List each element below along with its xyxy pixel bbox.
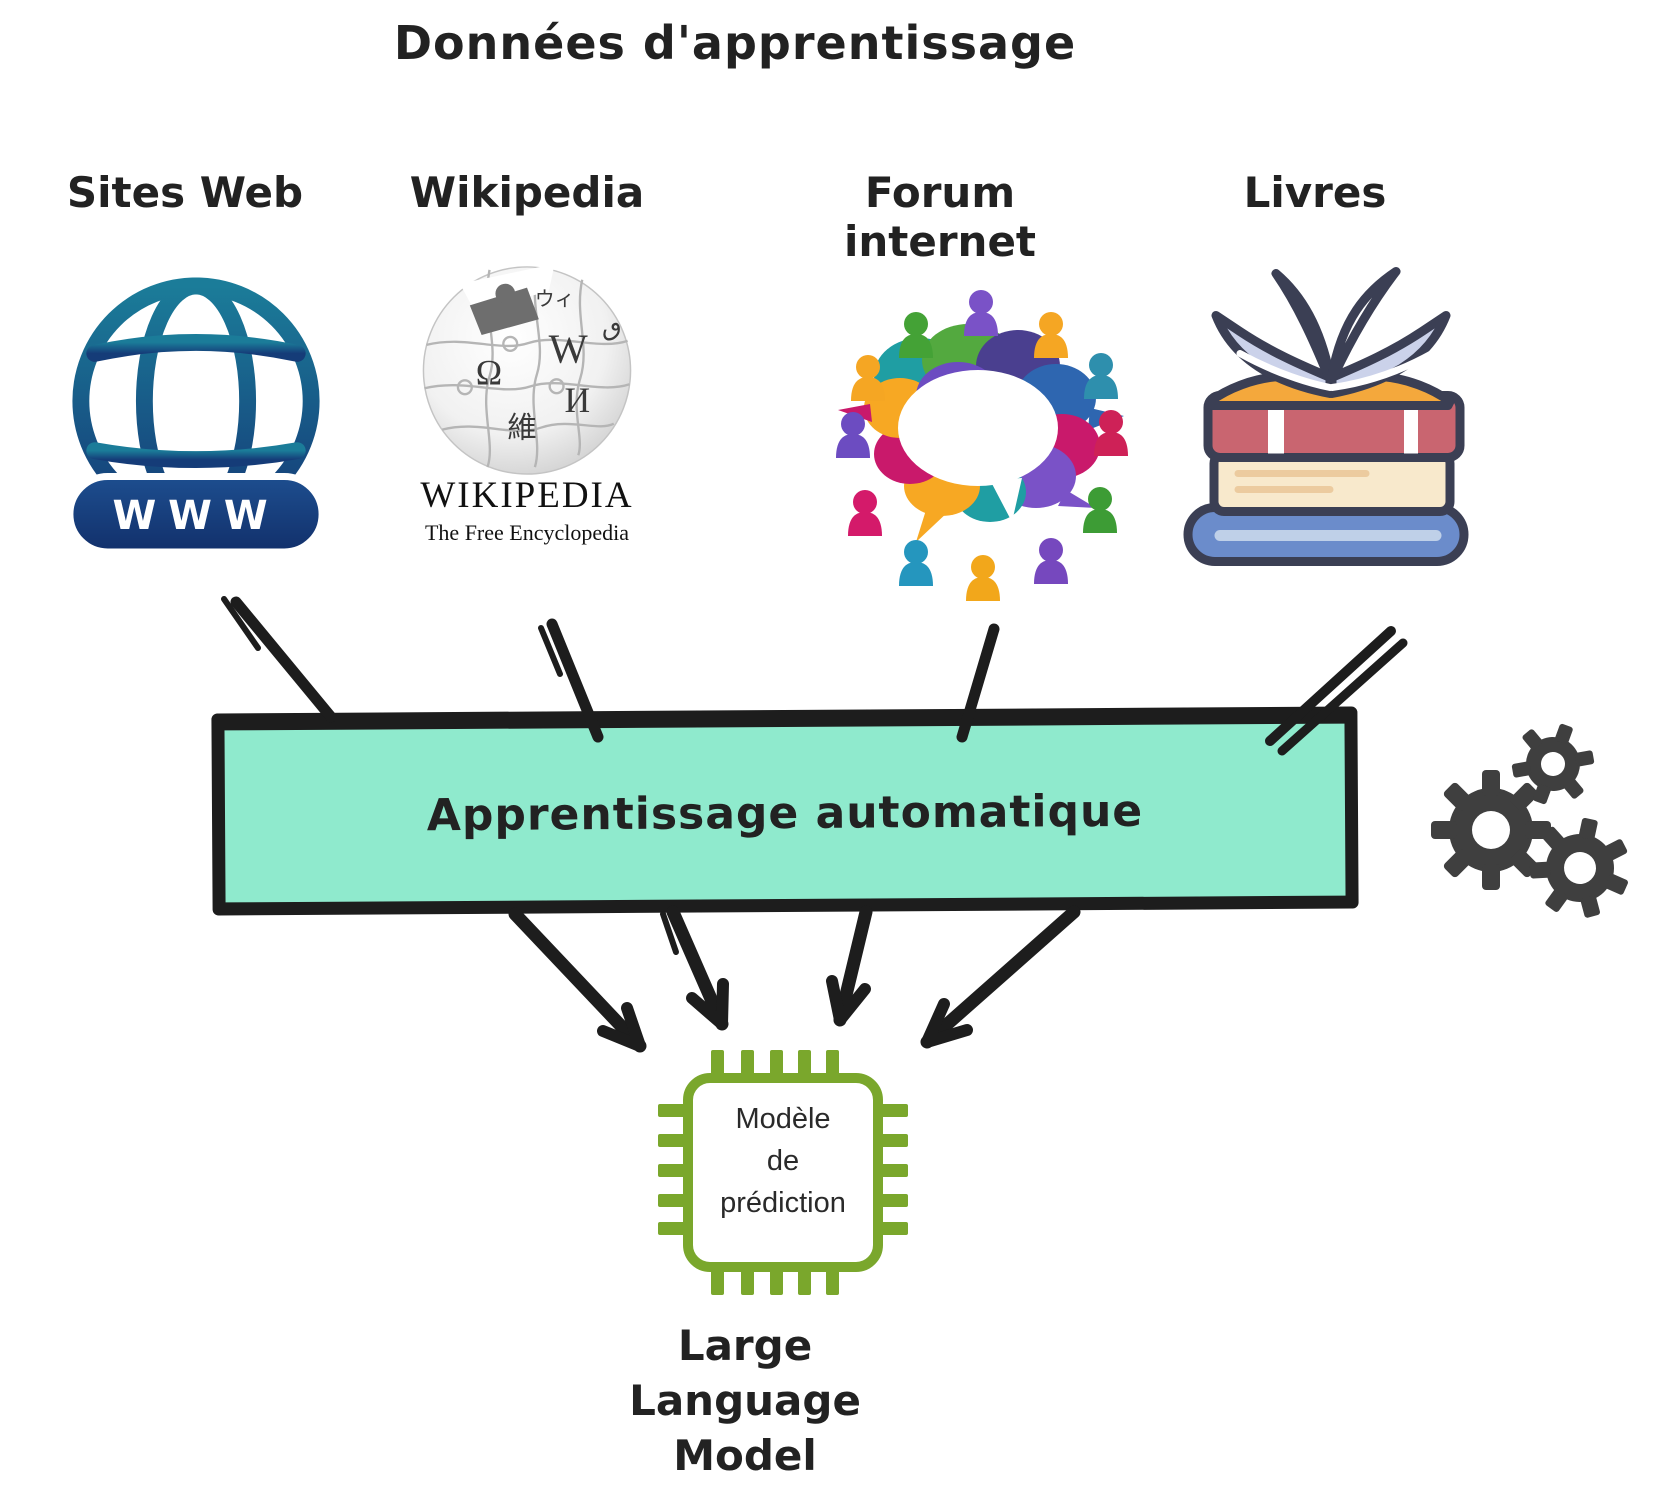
label-sites-web: Sites Web (66, 168, 304, 217)
wikipedia-globe-icon: W Ω И 維 ウィ ٯ (408, 262, 646, 477)
avatar (848, 490, 882, 536)
svg-text:Ω: Ω (476, 352, 502, 392)
book-cream (1209, 449, 1455, 516)
avatar (966, 555, 1000, 601)
avatar (1084, 353, 1118, 399)
avatar (1034, 538, 1068, 584)
gears-icon (1418, 718, 1670, 940)
avatar (1034, 312, 1068, 358)
arrow-box-to-chip-4 (920, 905, 1081, 1049)
label-livres: Livres (1243, 168, 1387, 217)
prediction-model-label: Modèle de prédiction (720, 1103, 846, 1219)
avatar (1083, 487, 1117, 533)
avatar (964, 290, 998, 336)
speech-bubble-cluster (838, 324, 1124, 542)
wikipedia-tagline: The Free Encyclopedia (424, 520, 629, 545)
svg-text:И: И (564, 380, 590, 420)
avatar (899, 312, 933, 358)
avatar (1094, 410, 1128, 456)
dark-puzzle-piece (469, 287, 539, 335)
avatar-ring (836, 290, 1128, 601)
forum-community-icon (808, 258, 1150, 603)
gear-small (1511, 723, 1595, 805)
svg-text:維: 維 (507, 412, 537, 445)
llm-caption: Large Language Model (629, 1321, 861, 1480)
gear-large (1431, 770, 1551, 890)
arrow-box-to-chip-2 (666, 905, 729, 1031)
flipping-page-right (1327, 267, 1401, 380)
avatar (851, 355, 885, 401)
www-pill (66, 473, 326, 556)
open-pages-left (1211, 311, 1335, 398)
label-wikipedia: Wikipedia (409, 168, 645, 217)
arrow-box-to-chip-3 (833, 905, 873, 1027)
prediction-chip-icon (640, 1040, 930, 1310)
chip-body (683, 1073, 883, 1272)
flipping-page-left (1271, 269, 1335, 380)
machine-learning-box: Apprentissage automatique (211, 706, 1359, 916)
avatar (899, 540, 933, 586)
arrow-sites-to-box (230, 596, 337, 723)
arrow-box-to-chip-1 (508, 907, 647, 1053)
diagram-title: Données d'apprentissage (393, 16, 1077, 70)
books-stack-icon (1180, 255, 1480, 580)
svg-text:W: W (549, 326, 588, 372)
machine-learning-label: Apprentissage automatique (426, 785, 1144, 841)
wikipedia-wordmark: WIKIPEDIA (420, 475, 634, 516)
svg-text:ٯ: ٯ (602, 312, 622, 341)
www-badge-text: WWW (112, 493, 279, 539)
puzzle-glyphs: W Ω И 維 ウィ ٯ (476, 288, 622, 444)
svg-text:ウィ: ウィ (535, 288, 574, 310)
avatar (836, 412, 870, 458)
www-globe-icon: WWW (62, 252, 330, 564)
gear-medium (1529, 817, 1628, 918)
label-forum-internet: Forum internet (843, 168, 1037, 266)
